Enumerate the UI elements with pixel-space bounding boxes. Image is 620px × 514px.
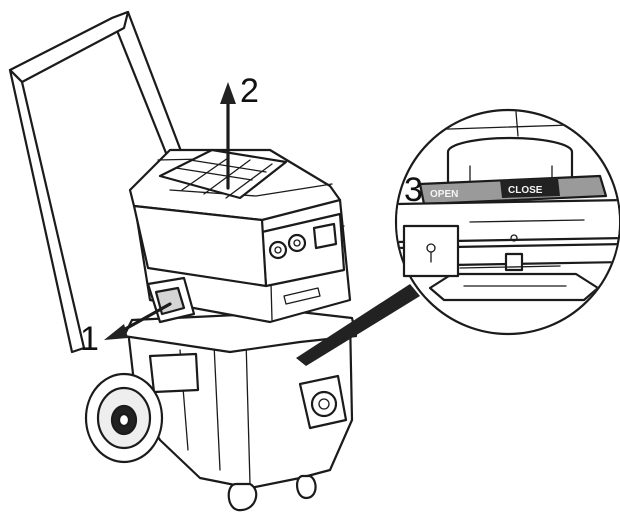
push-handle bbox=[8, 10, 194, 354]
front-caster bbox=[227, 474, 317, 512]
detail-leader bbox=[296, 284, 420, 366]
callout-1: 1 bbox=[80, 320, 99, 358]
label-close: CLOSE bbox=[508, 185, 543, 196]
open-lock-icon bbox=[426, 243, 436, 263]
callout-2: 2 bbox=[240, 72, 259, 110]
detail-magnifier: OPEN CLOSE bbox=[394, 108, 620, 336]
rear-wheel bbox=[84, 372, 164, 464]
arrow-step2 bbox=[220, 82, 236, 190]
label-open: OPEN bbox=[430, 189, 458, 200]
callout-3: 3 bbox=[404, 171, 423, 209]
arrow-step1 bbox=[104, 302, 172, 340]
